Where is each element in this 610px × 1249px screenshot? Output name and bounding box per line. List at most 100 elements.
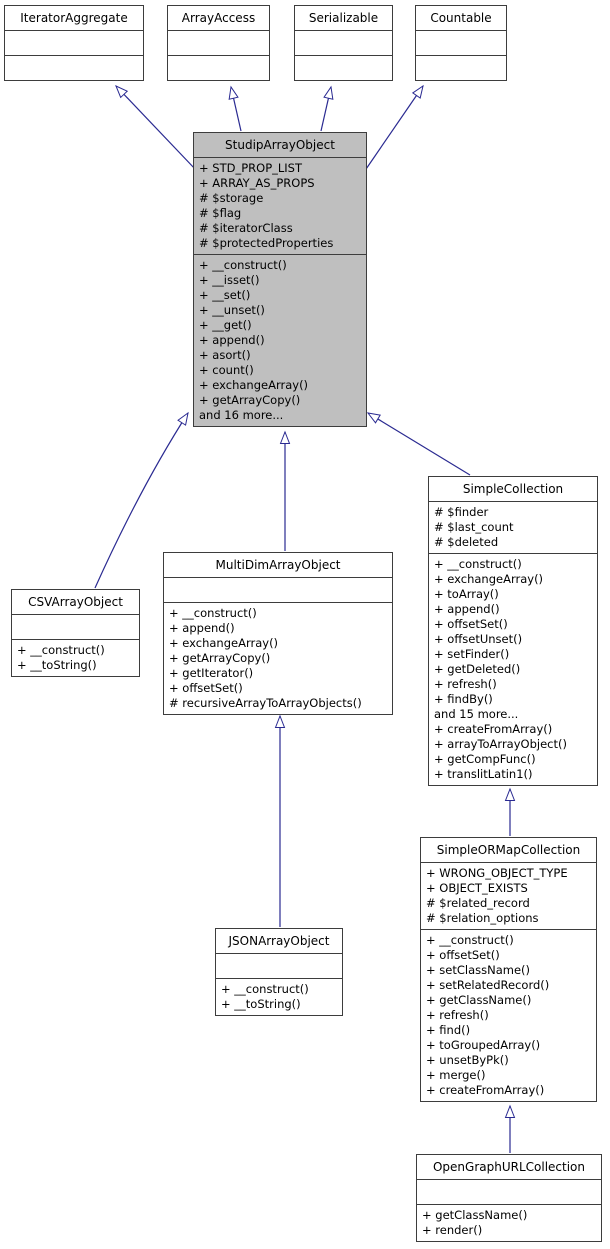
member-row: + __isset() [199, 273, 260, 287]
member-row: + offsetSet() [426, 948, 500, 962]
uml-methods-compartment: + __construct()+ offsetSet()+ setClassNa… [421, 929, 596, 1101]
member-row: # $iteratorClass [199, 221, 293, 235]
member-row: + translitLatin1() [434, 767, 533, 781]
member-row: + createFromArray() [434, 722, 553, 736]
inheritance-arrow-studip-to-iteratoraggregate [115, 85, 197, 171]
member-row: # $finder [434, 505, 489, 519]
member-row: + offsetSet() [434, 617, 508, 631]
class-box-serializable[interactable]: Serializable [294, 5, 393, 81]
class-box-iteratoraggregate[interactable]: IteratorAggregate [4, 5, 144, 81]
inheritance-arrow-studip-to-countable [363, 84, 424, 173]
member-row: + getClassName() [426, 993, 532, 1007]
class-box-simpleormapcollection[interactable]: SimpleORMapCollection + WRONG_OBJECT_TYP… [420, 837, 597, 1102]
member-row: + getClassName() [422, 1208, 528, 1222]
uml-attributes-compartment [168, 30, 269, 55]
member-row: # $related_record [426, 896, 530, 910]
uml-attributes-compartment [164, 577, 392, 602]
inheritance-arrow-csv-to-studip [94, 411, 189, 589]
class-title: Countable [430, 11, 492, 25]
member-row: + append() [169, 621, 235, 635]
member-row: + render() [422, 1223, 483, 1237]
member-row: + __toString() [221, 997, 301, 1011]
member-row: # $flag [199, 206, 242, 220]
uml-methods-compartment: + __construct()+ append()+ exchangeArray… [164, 602, 392, 714]
class-title: OpenGraphURLCollection [432, 1160, 586, 1174]
member-row: + __construct() [426, 933, 514, 947]
class-title: CSVArrayObject [28, 595, 123, 609]
class-title: ArrayAccess [181, 11, 256, 25]
member-row: + offsetUnset() [434, 632, 523, 646]
class-title: JSONArrayObject [228, 934, 330, 948]
member-row: + WRONG_OBJECT_TYPE [426, 866, 568, 880]
member-row: + getIterator() [169, 666, 254, 680]
member-row: + __construct() [434, 557, 522, 571]
uml-attributes-compartment [416, 30, 506, 55]
uml-attributes-compartment [216, 953, 342, 978]
member-row: + append() [434, 602, 500, 616]
member-row: + asort() [199, 348, 251, 362]
member-row: and 15 more... [434, 707, 519, 721]
class-box-opengraphurlcollection[interactable]: OpenGraphURLCollection + getClassName()+… [416, 1154, 602, 1242]
class-box-multidimarrayobject[interactable]: MultiDimArrayObject + __construct()+ app… [163, 552, 393, 715]
class-box-arrayaccess[interactable]: ArrayAccess [167, 5, 270, 81]
class-box-studiparrayobject[interactable]: StudipArrayObject + STD_PROP_LIST+ ARRAY… [193, 132, 367, 427]
member-row: + setRelatedRecord() [426, 978, 550, 992]
member-row: + toGroupedArray() [426, 1038, 541, 1052]
class-box-countable[interactable]: Countable [415, 5, 507, 81]
member-row: + __toString() [17, 658, 97, 672]
class-box-jsonarrayobject[interactable]: JSONArrayObject + __construct()+ __toStr… [215, 928, 343, 1016]
inheritance-arrow-studip-to-arrayaccess [228, 85, 242, 132]
member-row: + getArrayCopy() [199, 393, 301, 407]
uml-attributes-compartment [12, 614, 139, 639]
member-row: and 16 more... [199, 408, 284, 422]
member-row: + ARRAY_AS_PROPS [199, 176, 315, 190]
class-title: Serializable [308, 11, 379, 25]
member-row: + refresh() [434, 677, 497, 691]
member-row: + findBy() [434, 692, 493, 706]
member-row: + __construct() [199, 258, 287, 272]
member-row: + append() [199, 333, 265, 347]
member-row: # $deleted [434, 535, 499, 549]
member-row: + exchangeArray() [434, 572, 544, 586]
member-row: + STD_PROP_LIST [199, 161, 303, 175]
uml-methods-compartment [416, 55, 506, 80]
uml-methods-compartment [168, 55, 269, 80]
member-row: + merge() [426, 1068, 486, 1082]
member-row: + toArray() [434, 587, 499, 601]
member-row: # $protectedProperties [199, 236, 334, 250]
inheritance-arrow-simplecollection-to-studip [366, 412, 471, 476]
uml-attributes-compartment [5, 30, 143, 55]
uml-attributes-compartment: + WRONG_OBJECT_TYPE+ OBJECT_EXISTS# $rel… [421, 862, 596, 929]
class-box-simplecollection[interactable]: SimpleCollection # $finder# $last_count#… [428, 476, 598, 786]
member-row: # $storage [199, 191, 264, 205]
member-row: + count() [199, 363, 254, 377]
uml-methods-compartment: + __construct()+ __toString() [12, 639, 139, 676]
class-title: SimpleCollection [462, 482, 564, 496]
inheritance-arrow-studip-to-serializable [320, 85, 334, 132]
uml-attributes-compartment: # $finder# $last_count# $deleted [429, 501, 597, 553]
member-row: # $last_count [434, 520, 514, 534]
uml-attributes-compartment [417, 1179, 601, 1204]
member-row: + offsetSet() [169, 681, 243, 695]
uml-methods-compartment: + getClassName()+ render() [417, 1204, 601, 1241]
member-row: + __get() [199, 318, 252, 332]
class-box-csvarrayobject[interactable]: CSVArrayObject + __construct()+ __toStri… [11, 589, 140, 677]
class-title: StudipArrayObject [225, 138, 335, 152]
member-row: + __construct() [17, 643, 105, 657]
member-row: + exchangeArray() [169, 636, 279, 650]
class-title: IteratorAggregate [20, 11, 128, 25]
member-row: + __unset() [199, 303, 265, 317]
class-title: SimpleORMapCollection [436, 843, 581, 857]
member-row: + getDeleted() [434, 662, 521, 676]
member-row: + arrayToArrayObject() [434, 737, 567, 751]
uml-methods-compartment: + __construct()+ exchangeArray()+ toArra… [429, 553, 597, 785]
member-row: + setFinder() [434, 647, 510, 661]
uml-methods-compartment: + __construct()+ __isset()+ __set()+ __u… [194, 254, 366, 426]
uml-attributes-compartment [295, 30, 392, 55]
member-row: + find() [426, 1023, 471, 1037]
uml-methods-compartment [5, 55, 143, 80]
member-row: + getCompFunc() [434, 752, 536, 766]
member-row: # recursiveArrayToArrayObjects() [169, 696, 362, 710]
